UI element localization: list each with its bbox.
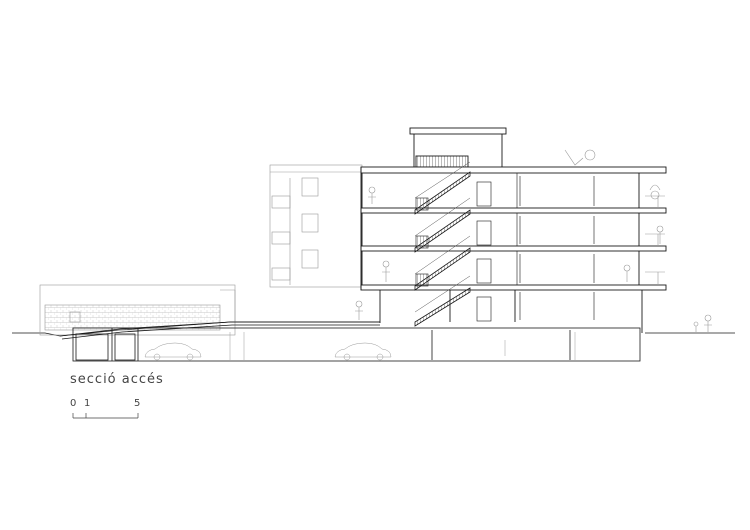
scale-label-5: 5 <box>134 398 141 409</box>
parking-level <box>72 327 641 362</box>
scale-bar <box>72 413 139 419</box>
car-1 <box>144 342 202 361</box>
retaining-wall <box>39 284 236 336</box>
background-building <box>269 164 363 288</box>
staircase <box>414 161 471 327</box>
car-2 <box>334 342 392 361</box>
ramp <box>59 321 380 340</box>
drawing-title: secció accés <box>70 372 164 387</box>
scale-label-0: 0 <box>70 398 77 409</box>
interior-partitions <box>476 173 595 322</box>
roof-slab <box>360 166 667 174</box>
rooftop-plants <box>564 149 661 200</box>
structural-walls <box>360 167 643 333</box>
floor-slabs <box>360 207 667 291</box>
human-figures <box>355 186 712 332</box>
scale-label-1: 1 <box>84 398 91 409</box>
rooftop-volume <box>409 127 507 168</box>
